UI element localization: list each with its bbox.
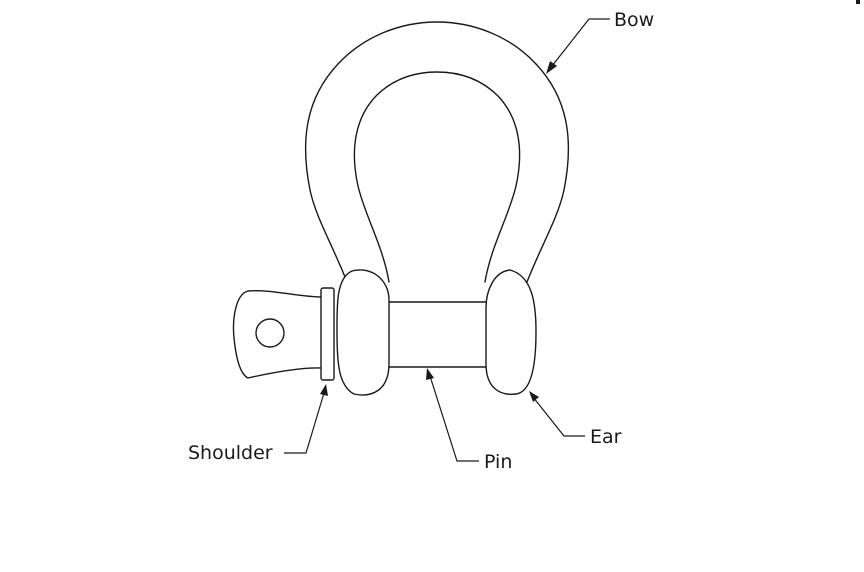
shoulder-label: Shoulder	[188, 442, 273, 464]
shoulder-arrowhead	[320, 384, 328, 396]
bow-label: Bow	[614, 9, 654, 31]
corner-mark	[856, 0, 860, 4]
shoulder-leader-line	[284, 392, 325, 454]
pin-shaft	[381, 301, 493, 368]
bow-inner-outline	[353, 71, 521, 283]
right-ear	[485, 269, 537, 395]
left-ear	[336, 269, 390, 396]
bow-arrowhead	[546, 61, 557, 74]
pin-eye-hole	[255, 318, 285, 348]
pin-leader-line	[429, 375, 479, 462]
bow-leader-line	[551, 18, 610, 67]
bow-outline	[304, 21, 570, 283]
pin-arrowhead	[426, 368, 434, 380]
pin-label: Pin	[484, 451, 512, 473]
ear-arrowhead	[529, 391, 539, 402]
ear-leader-line	[532, 396, 585, 437]
ear-label: Ear	[590, 426, 622, 448]
pin-shoulder	[320, 287, 335, 381]
